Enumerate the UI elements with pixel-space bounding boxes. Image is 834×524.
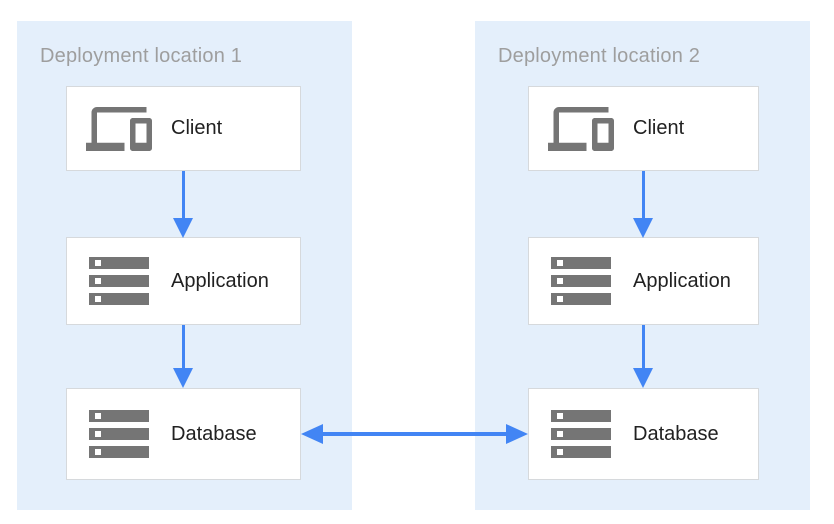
arrow-client-to-application-2 bbox=[633, 171, 653, 238]
database-node-1: Database bbox=[66, 388, 301, 480]
database-label-1: Database bbox=[171, 422, 257, 445]
deployment-location-2-title: Deployment location 2 bbox=[498, 45, 701, 67]
arrow-application-to-database-2 bbox=[633, 325, 653, 388]
client-label-1: Client bbox=[171, 117, 223, 139]
arrow-stem bbox=[641, 171, 645, 218]
arrow-stem bbox=[181, 171, 185, 218]
application-label-2: Application bbox=[633, 269, 731, 292]
arrow-stem bbox=[641, 325, 645, 368]
database-label-2: Database bbox=[633, 422, 719, 445]
arrow-down-head bbox=[633, 218, 653, 238]
arrow-stem bbox=[181, 325, 185, 368]
arrow-left-head bbox=[301, 424, 323, 444]
arrow-database-bidirectional bbox=[301, 423, 528, 445]
arrow-stem bbox=[323, 432, 506, 436]
arrow-down-head bbox=[173, 218, 193, 238]
server-stack-icon bbox=[529, 398, 633, 470]
client-node-1: Client bbox=[66, 86, 301, 171]
devices-icon bbox=[67, 96, 171, 162]
server-stack-icon bbox=[529, 245, 633, 317]
arrow-client-to-application-1 bbox=[173, 171, 193, 238]
arrow-down-head bbox=[633, 368, 653, 388]
client-node-2: Client bbox=[528, 86, 759, 171]
arrow-application-to-database-1 bbox=[173, 325, 193, 388]
application-node-1: Application bbox=[66, 237, 301, 325]
deployment-location-2-panel: Deployment location 2 Client Application bbox=[475, 21, 810, 510]
database-node-2: Database bbox=[528, 388, 759, 480]
deployment-location-1-panel: Deployment location 1 Client Application bbox=[17, 21, 352, 510]
arrow-right-head bbox=[506, 424, 528, 444]
arrow-down-head bbox=[173, 368, 193, 388]
application-node-2: Application bbox=[528, 237, 759, 325]
client-label-2: Client bbox=[633, 117, 685, 139]
application-label-1: Application bbox=[171, 269, 269, 292]
devices-icon bbox=[529, 96, 633, 162]
deployment-location-1-title: Deployment location 1 bbox=[40, 45, 243, 67]
server-stack-icon bbox=[67, 245, 171, 317]
server-stack-icon bbox=[67, 398, 171, 470]
